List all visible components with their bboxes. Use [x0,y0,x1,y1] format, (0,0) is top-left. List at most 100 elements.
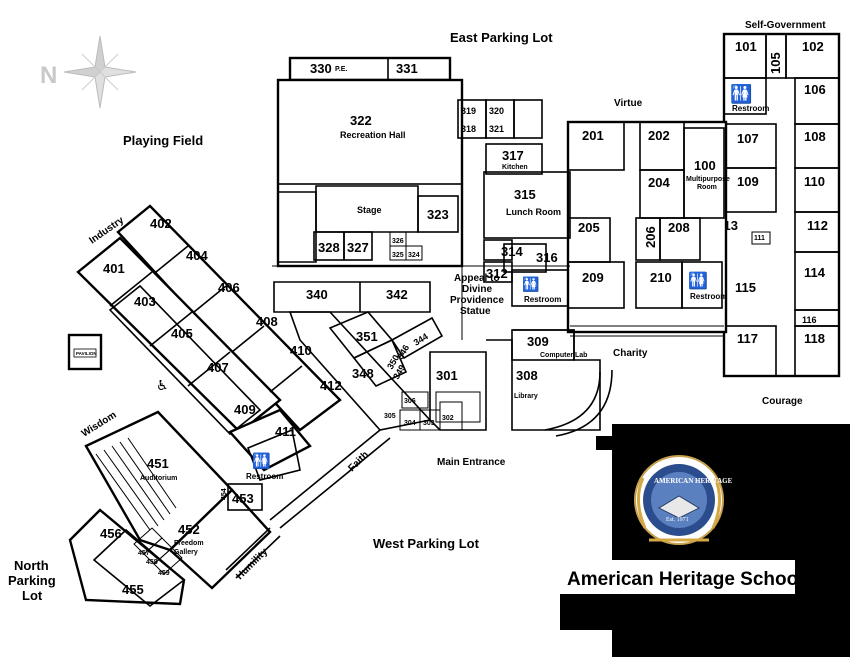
restroom-icon: 🚻 [252,452,271,470]
room-108: 108 [804,129,826,144]
appeal-label-2: Divine [462,284,492,295]
room-309-name: Computer Lab [540,352,587,359]
room-454: 454 [221,488,228,500]
school-name: American Heritage School [567,569,804,590]
room-318: 318 [461,124,476,134]
restroom-label-400: Restroom [246,472,283,481]
room-101: 101 [735,39,757,54]
room-303: 303 [423,420,435,427]
room-328: 328 [318,240,340,255]
north-parking-label-2: Parking [8,573,56,588]
room-331: 331 [396,61,418,76]
main-entrance-label: Main Entrance [437,457,506,468]
room-322-name: Recreation Hall [340,130,406,140]
room-315: 315 [514,187,536,202]
room-118: 118 [804,331,825,346]
room-306: 306 [404,398,416,405]
room-209: 209 [582,270,604,285]
virtue-label: Virtue [614,98,643,109]
room-100-name-2: Room [697,184,717,191]
room-116: 116 [802,315,817,325]
room-317: 317 [502,148,524,163]
room-205: 205 [578,220,600,235]
room-309: 309 [527,334,549,349]
room-405: 405 [171,326,193,341]
room-451: 451 [147,456,169,471]
restroom-label-200: Restroom [690,292,727,301]
restroom-icon: 🚻 [730,83,752,105]
room-102: 102 [802,39,824,54]
room-452-name-2: Gallery [174,549,198,556]
room-452: 452 [178,522,200,537]
self-government-label: Self-Government [745,20,826,31]
room-404: 404 [186,248,208,263]
corridors [225,99,724,579]
room-106: 106 [804,82,826,97]
room-308-name: Library [514,393,538,400]
restroom-label-300: Restroom [524,295,561,304]
room-111: 111 [754,235,765,242]
wing-300-north [276,56,571,307]
room-100-name-1: Multipurpose [686,176,730,183]
appeal-label-4: Statue [460,306,491,317]
wing-450 [68,410,272,608]
room-407: 407 [207,360,229,375]
room-109: 109 [737,174,759,189]
room-206: 206 [643,226,658,248]
appeal-label-1: Appeal to [454,273,500,284]
room-456: 456 [100,526,122,541]
north-parking-label-1: North [14,558,49,573]
room-451-name: Auditorium [140,475,177,482]
room-204: 204 [648,175,670,190]
room-100: 100 [694,158,716,173]
wing-300-south [399,329,613,437]
room-323: 323 [427,207,449,222]
room-210: 210 [650,270,672,285]
room-308: 308 [516,368,538,383]
room-326: 326 [392,238,404,245]
wing-200 [566,120,728,334]
room-320: 320 [489,106,504,116]
room-317-name: Kitchen [502,164,528,171]
west-parking-label: West Parking Lot [373,536,480,551]
restroom-label-100: Restroom [732,104,769,113]
room-301: 301 [436,368,458,383]
room-402: 402 [150,216,172,231]
pavilion-label: PAVILION [76,351,97,356]
courage-label: Courage [762,396,803,407]
room-348: 348 [352,366,374,381]
compass-rose-icon [63,35,137,109]
room-452-name-1: Freedom [174,540,204,547]
room-112: 112 [807,218,828,233]
room-455: 455 [122,582,144,597]
wing-100 [722,32,841,378]
room-403: 403 [134,294,156,309]
room-322: 322 [350,113,372,128]
seal-text-est: Est. 1971 [666,517,689,523]
room-325: 325 [392,252,404,259]
room-406: 406 [218,280,240,295]
compass-north-letter: N [40,62,57,89]
room-453: 453 [232,491,254,506]
playing-field-label: Playing Field [123,133,203,148]
room-457: 457 [138,550,150,557]
room-114: 114 [804,265,826,280]
room-351: 351 [356,329,378,344]
school-name-panel [555,560,795,594]
room-410: 410 [290,343,312,358]
room-314: 314 [501,244,523,259]
north-parking-label-3: Lot [22,588,43,603]
room-105: 105 [768,52,783,74]
room-408: 408 [256,314,278,329]
wing-400 [76,204,342,481]
room-208: 208 [668,220,690,235]
wing-340 [273,281,444,431]
seal-text-top: AMERICAN HERITAGE [654,477,733,485]
room-321: 321 [489,124,504,134]
room-110: 110 [804,174,825,189]
room-330-pe: P.E. [335,66,347,73]
room-107: 107 [737,131,759,146]
room-201: 201 [582,128,604,143]
school-seal-logo [634,455,724,545]
